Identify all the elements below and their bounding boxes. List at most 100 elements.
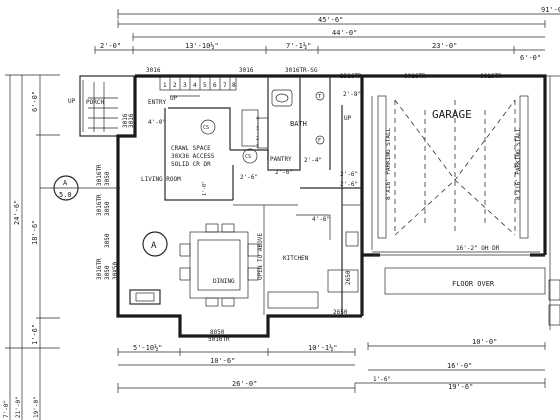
window-tag-4: 2516TR bbox=[340, 73, 362, 80]
dim-top-total: 91'-0" bbox=[541, 6, 560, 14]
porch-window-tag-2: 3016 bbox=[128, 113, 135, 128]
dim-bottom-3: 10'-1½" bbox=[308, 344, 338, 352]
dim-top-5: 7'-1½" bbox=[286, 42, 311, 50]
f-mark: F bbox=[318, 138, 321, 144]
crawl-label-2: 30X36 ACCESS bbox=[171, 153, 215, 160]
fireplace bbox=[129, 289, 161, 305]
interior-dimensions: 4'-0" 2'-6" 2'-6" 2'-4" 2'-8" 4'-6" 1'-0… bbox=[148, 91, 361, 223]
dim-top-2: 44'-0" bbox=[332, 29, 357, 37]
toilet-mark: T bbox=[318, 94, 321, 100]
dim-bottom-5: 10'-0" bbox=[472, 338, 497, 346]
dim-left-7: 19'-0" bbox=[33, 396, 40, 418]
dim-interior-2: 2'-6" bbox=[240, 174, 258, 181]
bath-sink bbox=[271, 89, 293, 107]
entry-label: ENTRY bbox=[148, 99, 166, 106]
stair-step-2: 2 bbox=[173, 82, 177, 89]
stair-step-3: 3 bbox=[183, 82, 187, 89]
window-tag-11: 3050 bbox=[104, 233, 111, 248]
up-label-left: UP bbox=[68, 98, 76, 105]
stair-step-6: 6 bbox=[213, 82, 217, 89]
parking-stall-right: 8'X16' PARKING STALL bbox=[515, 127, 522, 200]
window-tag-6: 6016TR bbox=[480, 73, 502, 80]
window-tags: 3016 3016 3016TR-SG 2516TR 6016TR 6016TR… bbox=[96, 67, 502, 343]
dim-left-3: 18'-6" bbox=[31, 220, 39, 245]
window-tag-16: 5016TR bbox=[208, 336, 230, 343]
section-marker-letter: A bbox=[63, 179, 68, 187]
stair-step-1: 1 bbox=[163, 82, 167, 89]
dim-interior-9: 2'-6" bbox=[340, 181, 358, 188]
window-tag-1: 3016 bbox=[146, 67, 161, 74]
dining-table-set bbox=[179, 223, 259, 307]
f-marker bbox=[315, 135, 325, 145]
parking-stall-left: 8'X16' PARKING STALL bbox=[385, 127, 392, 200]
dim-left-1: 6'-0" bbox=[31, 91, 39, 112]
bath-fixtures: T bbox=[257, 89, 325, 149]
dim-top-4: 13'-10½" bbox=[185, 42, 219, 50]
stair-up-label: UP bbox=[170, 95, 178, 102]
dim-interior-4: 2'-4" bbox=[304, 157, 322, 164]
crawl-label-1: CRAWL SPACE bbox=[171, 145, 211, 152]
dim-bottom-8: 1'-6" bbox=[373, 376, 391, 383]
window-tag-8: 3050 bbox=[104, 171, 111, 186]
garage-door-header: 16'-2" OH DR bbox=[456, 245, 500, 252]
dining-label: DINING bbox=[213, 278, 235, 285]
dim-interior-7: 1'-0" bbox=[202, 181, 208, 196]
dim-bottom-6: 16'-0" bbox=[447, 362, 472, 370]
bottom-dimensions: 5'-10½" 10'-6" 10'-1½" 26'-0" 10'-0" 16'… bbox=[117, 338, 546, 393]
left-dimensions: 6'-0" 24'-6" 18'-6" 1'-6" 7'-0" 21'-0" 1… bbox=[3, 74, 120, 420]
dim-top-3: 2'-0" bbox=[100, 42, 121, 50]
window-tag-2: 3016 bbox=[239, 67, 254, 74]
window-tag-18: 2650 bbox=[333, 309, 348, 316]
dim-top-1: 45'-6" bbox=[318, 16, 343, 24]
window-tag-3: 3016TR-SG bbox=[285, 67, 318, 74]
dim-bottom-2: 10'-6" bbox=[210, 357, 235, 365]
cs-marker-2: CS bbox=[245, 154, 251, 160]
kitchen-label: KITCHEN bbox=[283, 255, 309, 262]
window-tag-7: 3016TR bbox=[96, 164, 103, 186]
floor-over-label: FLOOR OVER bbox=[452, 280, 495, 288]
window-tag-17: 2650 bbox=[345, 270, 352, 285]
section-marker bbox=[53, 175, 79, 201]
dim-left-6: 21'-0" bbox=[15, 396, 22, 418]
landing-step-2: 2 bbox=[256, 136, 259, 142]
window-tag-10: 3050 bbox=[104, 201, 111, 216]
stair-step-4: 4 bbox=[193, 82, 197, 89]
room-labels: PORCH ENTRY UP BATH UP CRAWL SPACE 30X36… bbox=[68, 98, 352, 285]
top-dimensions: 91'-0" 45'-6" 44'-0" 2'-0" 13'-10½" 7'-1… bbox=[94, 6, 560, 62]
bath-label: BATH bbox=[290, 120, 307, 128]
porch-deck-grid bbox=[88, 82, 118, 132]
up-label-right: UP bbox=[344, 115, 352, 122]
open-to-above-label: OPEN TO ABOVE bbox=[257, 233, 264, 280]
plan-marker-letter: A bbox=[151, 241, 157, 251]
landing-step-1: 1 bbox=[256, 144, 259, 150]
landing-step-4: 4 bbox=[256, 116, 259, 122]
dim-top-7: 6'-0" bbox=[520, 54, 541, 62]
stair-step-8: 8 bbox=[232, 82, 236, 89]
dim-bottom-4: 26'-0" bbox=[232, 380, 257, 388]
window-tag-14: 30X50 bbox=[112, 262, 119, 280]
section-marker-sheet: 5.0 bbox=[59, 191, 72, 199]
living-room-label: LIVING ROOM bbox=[141, 176, 181, 183]
landing-step-3: 3 bbox=[256, 126, 259, 132]
window-tag-13: 3050 bbox=[104, 265, 111, 280]
stair-run: 1 2 3 4 5 6 7 8 4 3 2 1 UP bbox=[159, 75, 259, 150]
window-tag-5: 6016TR bbox=[404, 73, 426, 80]
dim-bottom-7: 19'-6" bbox=[448, 383, 473, 391]
dim-left-4: 1'-6" bbox=[31, 324, 39, 345]
garage-label: GARAGE bbox=[432, 108, 472, 121]
dim-interior-3: 2'-6" bbox=[275, 169, 293, 176]
porch-window-tag-1: 3016 bbox=[122, 113, 129, 128]
stair-step-7: 7 bbox=[223, 82, 227, 89]
window-tag-12: 3016TR bbox=[96, 258, 103, 280]
dim-interior-6: 4'-6" bbox=[312, 216, 330, 223]
window-tag-15: 8050 bbox=[210, 329, 225, 336]
window-tag-9: 3016TR bbox=[96, 194, 103, 216]
pantry-label: PANTRY bbox=[270, 156, 292, 163]
stair-step-5: 5 bbox=[203, 82, 207, 89]
crawl-label-3: SOLID CR DR bbox=[171, 161, 211, 168]
bath-door bbox=[257, 117, 269, 149]
dim-top-6: 23'-0" bbox=[432, 42, 457, 50]
dim-interior-8: 2'-6" bbox=[340, 171, 358, 178]
dim-interior-1: 4'-0" bbox=[148, 119, 166, 126]
